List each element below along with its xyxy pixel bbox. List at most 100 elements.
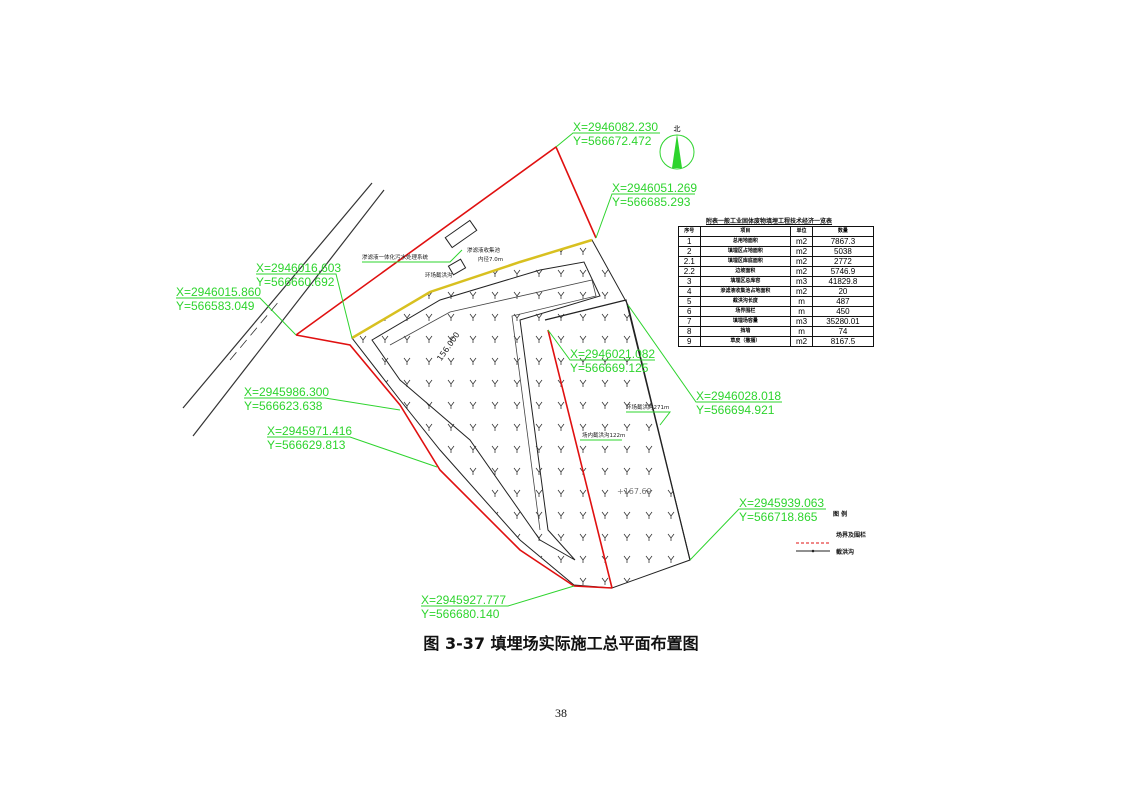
coord-y: Y=566623.638 <box>244 399 323 413</box>
note-ditch-122: 场内截洪沟122m <box>582 431 625 439</box>
table-cell: 渗滤液收集池占地面积 <box>699 286 792 297</box>
table-cell: m2 <box>790 336 813 347</box>
coord-x: X=2946015.860 <box>176 285 261 299</box>
table-cell: 74 <box>811 326 875 337</box>
table-cell: 5038 <box>811 246 875 257</box>
coord-y: Y=566672.472 <box>573 134 652 148</box>
table-cell: 8 <box>678 326 701 337</box>
table-cell: m2 <box>790 246 813 257</box>
table-title: 附表一般工业固体废物填埋工程技术经济一览表 <box>706 218 833 225</box>
header-cell: 序号 <box>678 226 701 237</box>
coord-x: X=2946082.230 <box>573 120 658 134</box>
table-cell: 5 <box>678 296 701 307</box>
coord-y: Y=566629.813 <box>267 438 346 452</box>
coord-x: X=2945939.063 <box>739 496 824 510</box>
table-cell: 9 <box>678 336 701 347</box>
table-cell: m <box>790 306 813 317</box>
legend-title: 图 例 <box>833 511 848 518</box>
legend-boundary-label: 场界及围栏 <box>836 532 867 539</box>
table-cell: 2.1 <box>678 256 701 267</box>
header-cell: 单位 <box>790 226 813 237</box>
table-cell: 4 <box>678 286 701 297</box>
note-sewage-system: 渗滤液一体化污水处理系统 <box>362 253 429 261</box>
coord-y: Y=566680.140 <box>421 607 500 621</box>
elevation-label: +167.69 <box>617 487 652 496</box>
table-cell: 5746.9 <box>811 266 875 277</box>
table-cell: 20 <box>811 286 875 297</box>
table-cell: 8167.5 <box>811 336 875 347</box>
page-number: 38 <box>555 706 567 720</box>
coord-x: X=2946028.018 <box>696 389 781 403</box>
table-header-row: 序号 项目 单位 数量 <box>678 226 875 237</box>
table-cell: 填埋区总库容 <box>699 276 792 287</box>
table-cell: m2 <box>790 256 813 267</box>
table-cell: 填埋区库底面积 <box>699 256 792 267</box>
north-label: 北 <box>674 125 681 133</box>
sewage-system-building <box>444 219 478 249</box>
table-cell: 7 <box>678 316 701 327</box>
coord-y: Y=566660.692 <box>256 275 335 289</box>
table-cell: 1 <box>678 236 701 247</box>
table-cell: 总用地面积 <box>699 236 792 247</box>
note-pool-size: 内径7.0m <box>478 255 503 263</box>
table-cell: m <box>790 296 813 307</box>
table-cell: 6 <box>678 306 701 317</box>
coord-y: Y=566694.921 <box>696 403 775 417</box>
table-cell: 场界围栏 <box>699 306 792 317</box>
table-cell: 边坡面积 <box>699 266 792 277</box>
table-cell: 填埋场容量 <box>699 316 792 327</box>
note-ditch-outer: 环场截洪沟 <box>425 271 453 279</box>
table-cell: m3 <box>790 276 813 287</box>
table-cell: 2 <box>678 246 701 257</box>
inner-pit <box>371 261 601 561</box>
north-arrow-icon: 北 <box>659 125 695 170</box>
coord-y: Y=566669.125 <box>570 361 649 375</box>
figure-caption: 图 3-37 填埋场实际施工总平面布置图 <box>423 634 699 653</box>
coord-y: Y=566583.049 <box>176 299 255 313</box>
header-cell: 数量 <box>811 226 875 237</box>
table-cell: 41829.8 <box>811 276 875 287</box>
coord-x: X=2945986.300 <box>244 385 329 399</box>
table-cell: 填埋区占地面积 <box>699 246 792 257</box>
table-cell: 草皮（撒播） <box>699 336 792 347</box>
table-cell: m2 <box>790 286 813 297</box>
table-cell: m <box>790 326 813 337</box>
coord-x: X=2945927.777 <box>421 593 506 607</box>
table-cell: 7867.3 <box>811 236 875 247</box>
coord-y: Y=566685.293 <box>612 195 691 209</box>
table-cell: 挡墙 <box>699 326 792 337</box>
table-cell: m3 <box>790 316 813 327</box>
inner-pit-2 <box>389 279 597 531</box>
table-cell: 35280.01 <box>811 316 875 327</box>
ditch-line <box>351 238 593 340</box>
table-cell: 2.2 <box>678 266 701 277</box>
note-ditch-271: 环场截洪沟271m <box>626 403 669 411</box>
coord-y: Y=566718.865 <box>739 510 818 524</box>
note-collection-pool: 渗滤液收集池 <box>467 246 501 254</box>
landfill-area <box>351 239 691 589</box>
table-cell: m2 <box>790 266 813 277</box>
table-cell: 487 <box>811 296 875 307</box>
coordinate-leaders <box>176 132 826 607</box>
coord-x: X=2946016.603 <box>256 261 341 275</box>
header-cell: 项目 <box>699 226 792 237</box>
coord-x: X=2946051.269 <box>612 181 697 195</box>
coord-x: X=2945971.416 <box>267 424 352 438</box>
table-cell: 2772 <box>811 256 875 267</box>
table-cell: m2 <box>790 236 813 247</box>
coord-x: X=2946021.082 <box>570 347 655 361</box>
